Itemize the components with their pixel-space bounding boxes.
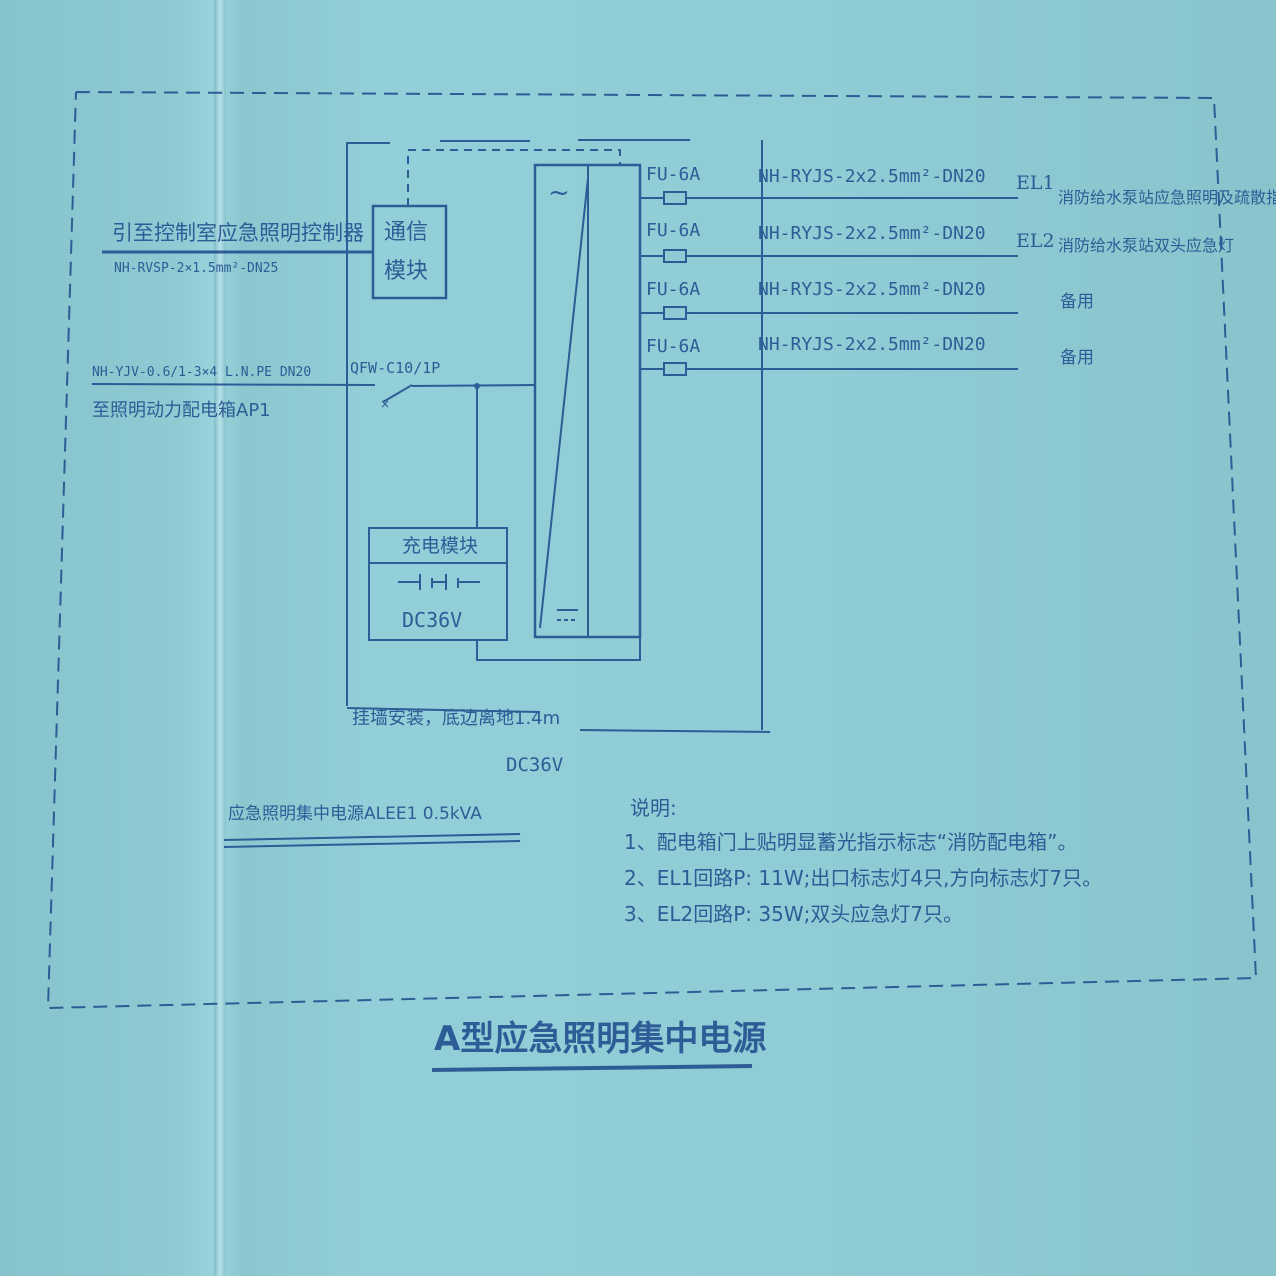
controller-label: 引至控制室应急照明控制器 (112, 221, 364, 245)
circuit-1-description: 消防给水泵站应急照明及疏散指示 (1058, 188, 1276, 207)
circuit-2-cable: NH-RYJS-2x2.5mm²-DN20 (758, 223, 986, 244)
enclosure-bottom-1 (346, 707, 541, 713)
circuit-3-fuse-label: FU-6A (646, 279, 701, 300)
charging-module-voltage: DC36V (402, 608, 463, 632)
circuit-4-fuse-label: FU-6A (646, 336, 701, 357)
power-cable-line (91, 383, 376, 386)
circuit-1-fuse-label: FU-6A (646, 164, 701, 185)
page-title: A型应急照明集中电源 (434, 1019, 767, 1059)
install-note: 挂墙安装，底边离地1.4m (352, 708, 561, 729)
charging-module-box (368, 527, 508, 641)
comm-bus (407, 149, 621, 206)
circuit-2-fuse (663, 249, 687, 263)
power-cable: NH-YJV-0.6/1-3×4 L.N.PE DN20 (92, 365, 312, 380)
device-underline-1 (223, 833, 521, 841)
output-voltage: DC36V (506, 754, 564, 776)
enclosure-bottom-2 (579, 729, 771, 733)
circuit-4-cable: NH-RYJS-2x2.5mm²-DN20 (758, 334, 986, 355)
junction-dot (474, 383, 480, 389)
circuit-1-cable: NH-RYJS-2x2.5mm²-DN20 (758, 166, 986, 187)
notes-item-1: 1、配电箱门上贴明显蓄光指示标志“消防配电箱”。 (624, 830, 1078, 854)
charger-return (476, 636, 641, 661)
notes-heading: 说明: (630, 796, 677, 820)
breaker-cross: × (380, 397, 390, 411)
notes-item-2: 2、EL1回路P: 11W;出口标志灯4只,方向标志灯7只。 (624, 866, 1103, 890)
charging-module-title: 充电模块 (402, 535, 479, 557)
circuit-2-tag: EL2 (1016, 230, 1055, 252)
device-name: 应急照明集中电源ALEE1 0.5kVA (228, 804, 482, 824)
notes-item-3: 3、EL2回路P: 35W;双头应急灯7只。 (624, 902, 964, 926)
title-underline (431, 1064, 753, 1072)
circuit-3-cable: NH-RYJS-2x2.5mm²-DN20 (758, 279, 986, 300)
device-underline-2 (223, 840, 521, 848)
comm-module-line2: 模块 (384, 259, 429, 284)
circuit-2-fuse-label: FU-6A (646, 220, 701, 241)
breaker-to-bus (411, 384, 536, 387)
enclosure-left (346, 142, 390, 706)
paper-fold (214, 0, 226, 1276)
circuit-2-description: 消防给水泵站双头应急灯 (1058, 236, 1235, 255)
circuit-3-description: 备用 (1060, 292, 1094, 312)
circuit-1-fuse (663, 191, 687, 205)
circuit-4-description: 备用 (1060, 348, 1094, 368)
controller-cable: NH-RVSP-2×1.5mm²-DN25 (114, 261, 279, 276)
circuit-3-fuse (663, 306, 687, 320)
comm-module-box (371, 204, 448, 300)
comm-module-line1: 通信 (384, 220, 429, 245)
breaker-contact (382, 384, 413, 403)
ac-symbol: ~ (548, 178, 570, 208)
circuit-1-tag: EL1 (1016, 172, 1055, 194)
breaker-label: QFW-C10/1P (350, 359, 441, 377)
power-label: 至照明动力配电箱AP1 (92, 400, 271, 421)
inverter-diagonal (539, 177, 589, 629)
outer-boundary (46, 91, 1258, 1010)
circuit-4-fuse (663, 362, 687, 376)
